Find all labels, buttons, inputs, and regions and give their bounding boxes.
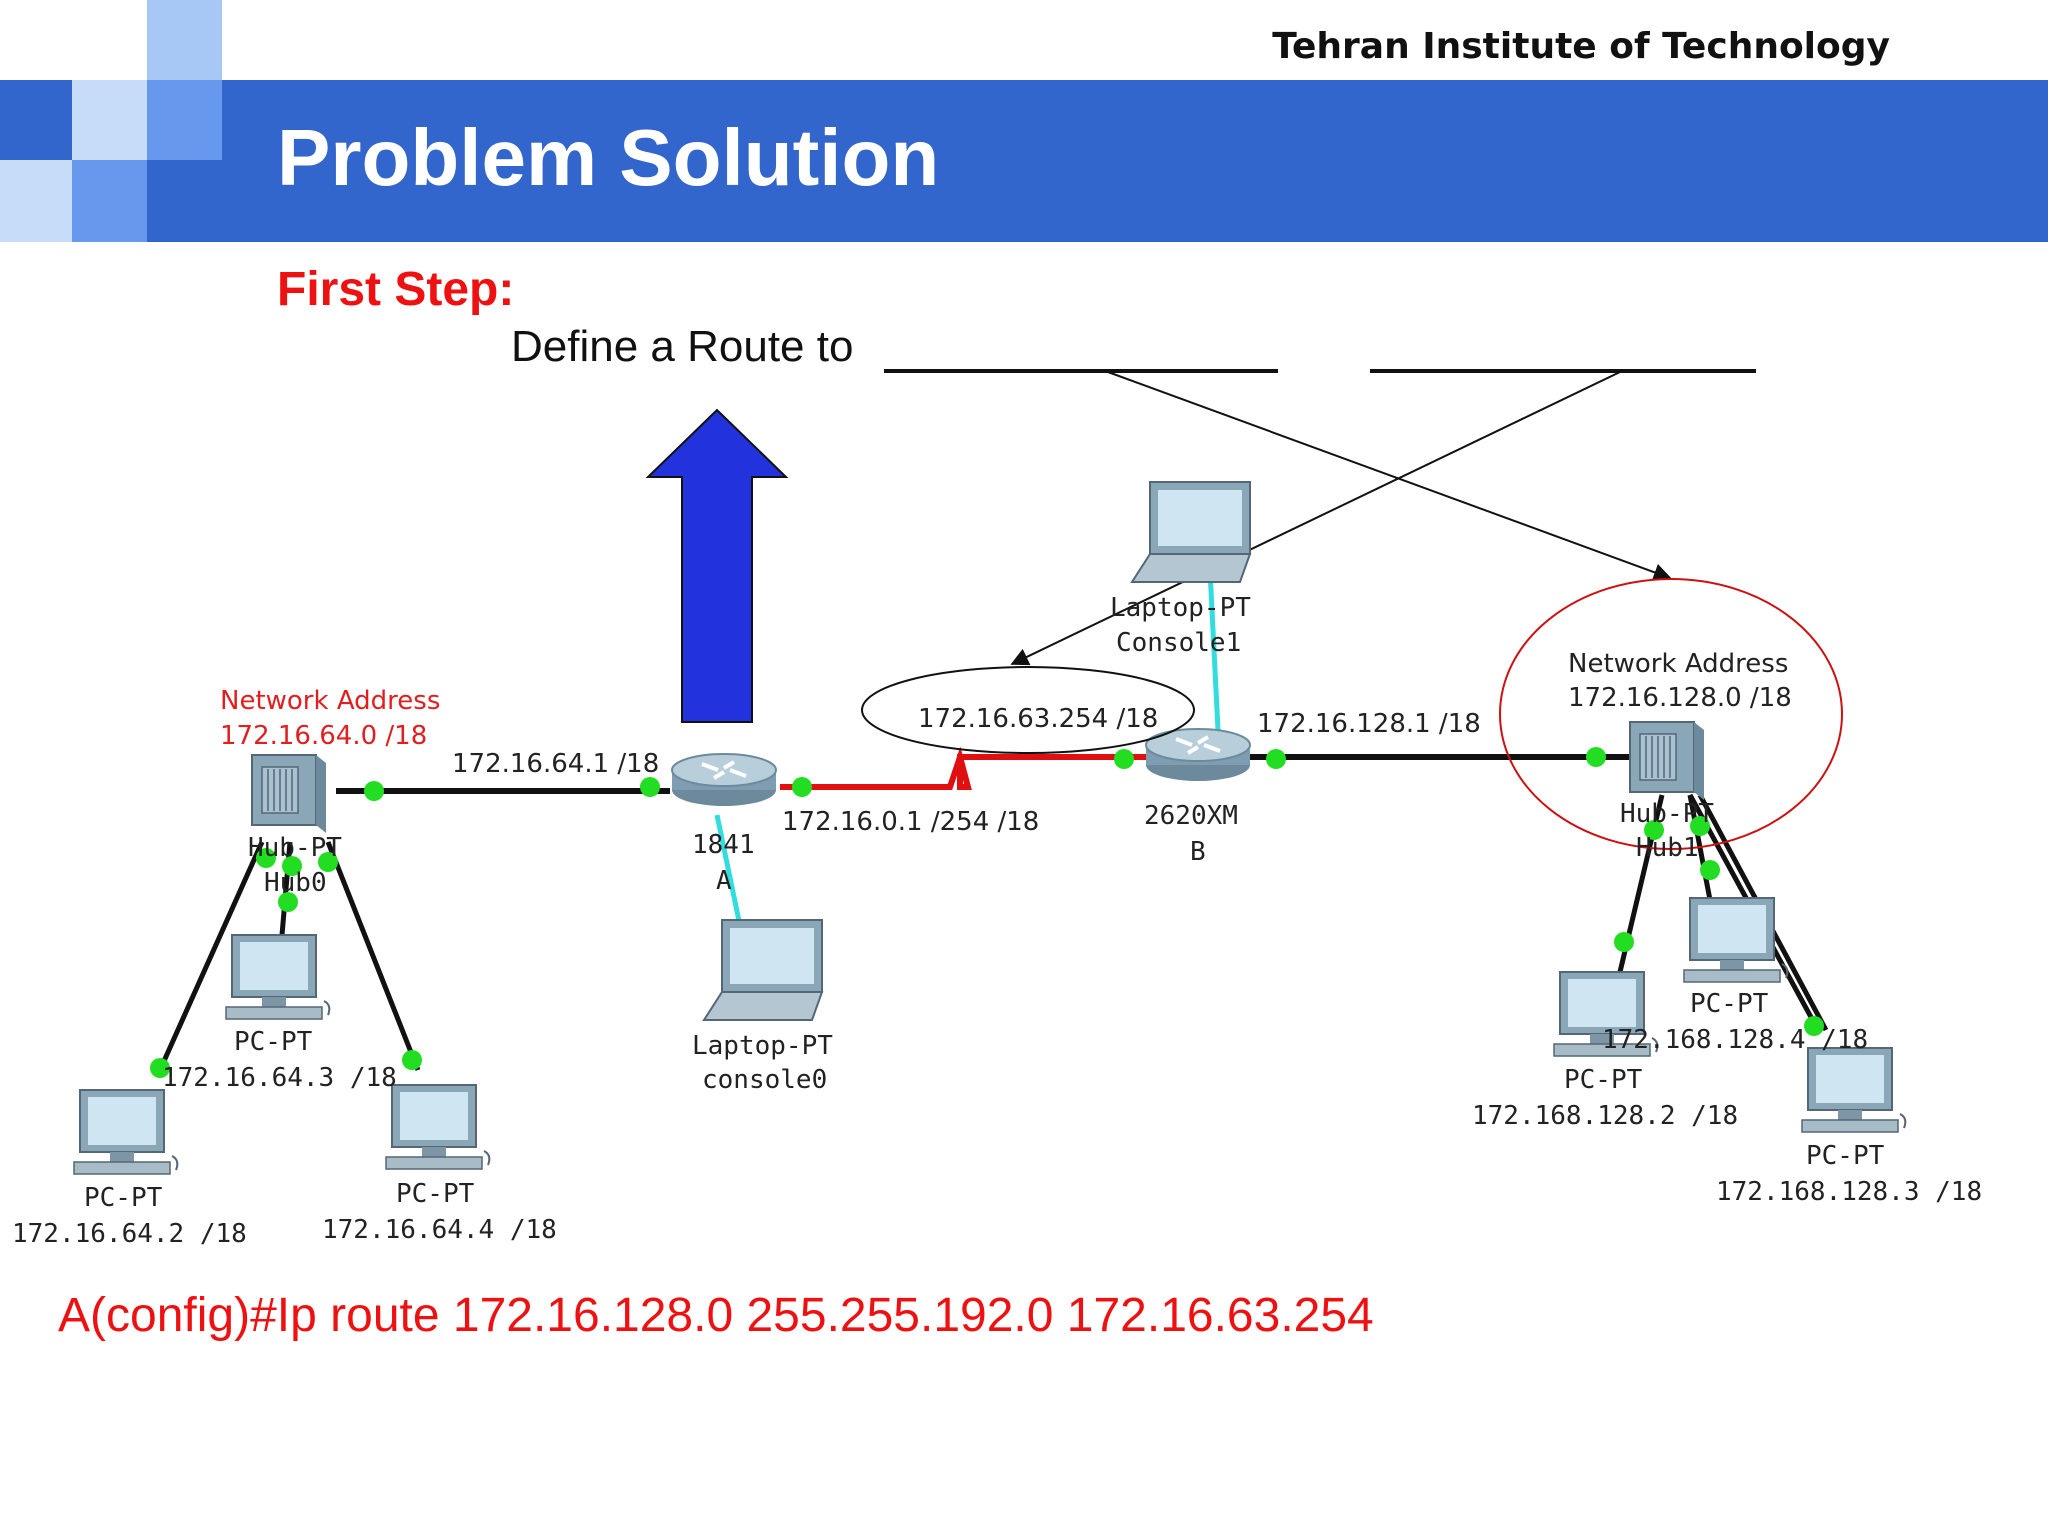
router-a-serial-label: 172.16.0.1 /254 /18 [782, 807, 1039, 837]
pointer-arrow-to-next-hop [1010, 371, 1621, 666]
destination-network-highlight [1499, 578, 1843, 850]
pointer-arrow-to-network [1107, 371, 1672, 581]
left-network-address: 172.16.64.0 /18 [220, 721, 427, 751]
laptop-console1-icon [1131, 481, 1251, 583]
hub1-icon [1629, 721, 1705, 801]
pc-128-2-ip: 172.168.128.2 /18 [1472, 1101, 1738, 1131]
left-network-address-label: Network Address [220, 686, 440, 716]
right-network-address-label: Network Address [1568, 649, 1788, 679]
step-heading: First Step: [277, 263, 515, 316]
pc-128-3-ip: 172.168.128.3 /18 [1716, 1177, 1982, 1207]
pc-128-4-type: PC-PT [1690, 989, 1769, 1019]
pc-64-4-type: PC-PT [396, 1179, 475, 1209]
pc-64-2-type: PC-PT [84, 1183, 163, 1213]
hub1-name-label: Hub1 [1636, 833, 1699, 863]
title-banner [0, 80, 2048, 242]
pc-64-2-icon [73, 1089, 179, 1175]
logo-square-1 [147, 0, 222, 80]
router-a-name: A [716, 866, 732, 896]
pc-64-4-ip: 172.16.64.4 /18 [322, 1215, 557, 1245]
hub0-icon [251, 754, 327, 834]
router-a-icon [670, 752, 778, 808]
serial-link-a-b [780, 746, 1180, 790]
step-instruction: Define a Route to [511, 322, 854, 371]
pc-64-4-icon [385, 1084, 491, 1170]
hub0-name-label: Hub0 [264, 868, 327, 898]
laptop-a-name: console0 [702, 1065, 827, 1095]
pc-64-3-type: PC-PT [234, 1027, 313, 1057]
pc-128-4-icon [1683, 897, 1789, 983]
left-gateway-label: 172.16.64.1 /18 [452, 749, 659, 779]
page-title: Problem Solution [277, 113, 940, 202]
hub1-type-label: Hub-PT [1620, 799, 1714, 829]
institute-name: Tehran Institute of Technology [1272, 26, 1890, 67]
laptop-b-name: Console1 [1116, 628, 1241, 658]
up-arrow [645, 408, 789, 723]
banner-square-d [0, 160, 72, 242]
router-b-fa-label: 172.16.128.1 /18 [1257, 709, 1481, 739]
link-hub0-pc4 [325, 841, 421, 1071]
pc-128-2-type: PC-PT [1564, 1065, 1643, 1095]
console-link-b [1207, 569, 1221, 731]
router-b-serial-label: 172.16.63.254 /18 [918, 704, 1158, 734]
banner-square-a [147, 80, 222, 160]
pc-128-3-icon [1801, 1047, 1907, 1133]
laptop-console0-icon [703, 919, 823, 1021]
hub0-type-label: Hub-PT [248, 833, 342, 863]
next-hop-highlight [861, 666, 1195, 754]
router-b-name: B [1190, 837, 1206, 867]
pc-64-2-ip: 172.16.64.2 /18 [12, 1219, 247, 1249]
link-lights [150, 747, 1824, 1078]
banner-square-c [72, 80, 147, 160]
right-network-address: 172.16.128.0 /18 [1568, 683, 1792, 713]
route-command: A(config)#Ip route 172.16.128.0 255.255.… [58, 1289, 1374, 1342]
router-b-icon [1144, 727, 1252, 783]
link-hub0-pc2 [157, 840, 265, 1072]
laptop-b-type: Laptop-PT [1110, 593, 1251, 623]
banner-square-b [72, 160, 147, 242]
pc-64-3-ip: 172.16.64.3 /18 [162, 1063, 397, 1093]
router-b-model: 2620XM [1144, 801, 1238, 831]
pc-64-3-icon [225, 934, 331, 1020]
pc-128-3-type: PC-PT [1806, 1141, 1885, 1171]
router-a-model: 1841 [692, 830, 755, 860]
pc-128-4-ip: 172.168.128.4 /18 [1602, 1025, 1868, 1055]
laptop-a-type: Laptop-PT [692, 1031, 833, 1061]
